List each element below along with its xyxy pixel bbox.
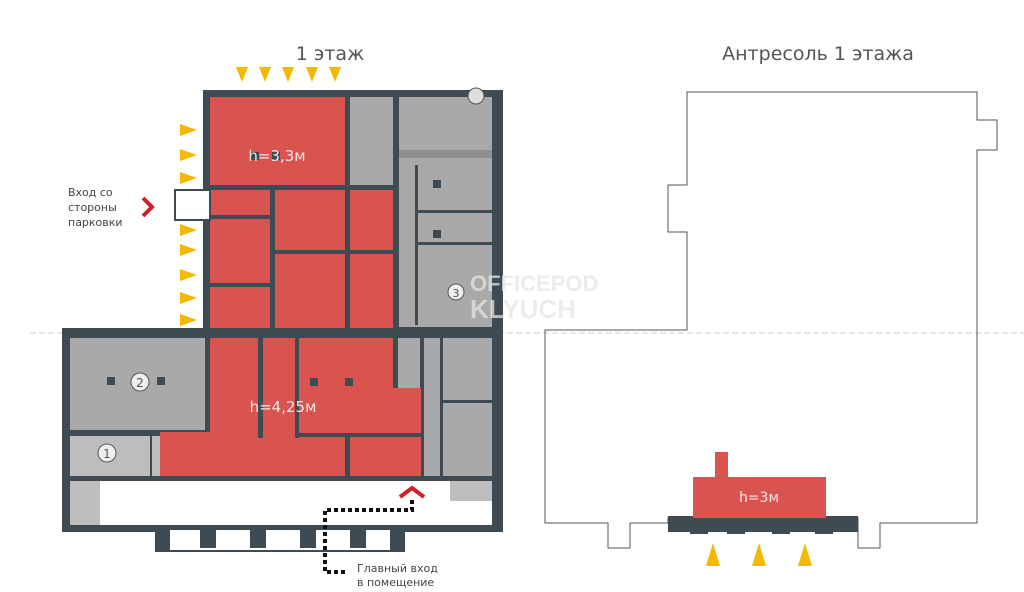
room-occupied: [350, 97, 393, 185]
svg-text:1: 1: [103, 447, 111, 461]
svg-text:KLYUCH: KLYUCH: [470, 294, 576, 324]
main-entrance-label: Главный вход в помещение: [357, 562, 438, 589]
svg-text:парковки: парковки: [68, 216, 123, 229]
svg-text:OFFICEPOD: OFFICEPOD: [470, 271, 598, 296]
height-label-upper: h=3,3м: [248, 147, 305, 165]
room-marker-3: 3: [447, 283, 465, 301]
mezzanine-room-available: [693, 477, 826, 518]
room-marker-2: 2: [130, 372, 150, 392]
svg-text:Главный вход: Главный вход: [357, 562, 438, 575]
svg-text:Вход со: Вход со: [68, 186, 113, 199]
room-available-middle: [210, 190, 393, 328]
corridor: [70, 481, 492, 525]
svg-text:стороны: стороны: [68, 201, 117, 214]
room-occupied-right: [424, 338, 492, 476]
svg-text:в помещение: в помещение: [357, 576, 434, 589]
room-available-lower: [210, 338, 393, 476]
mezzanine-height-label: h=3м: [739, 490, 779, 506]
height-label-lower: h=4,25м: [250, 398, 317, 416]
side-entrance-vestibule: [174, 189, 211, 221]
room-available-upper: [210, 97, 345, 185]
side-entrance-arrow-icon: [141, 196, 155, 218]
svg-text:2: 2: [136, 376, 144, 390]
side-entrance-label: Вход со стороны парковки: [68, 186, 123, 229]
room-marker-1: 1: [97, 443, 117, 463]
floor1-title: 1 этаж: [296, 43, 364, 65]
floor1-plan: 1 2 3: [62, 87, 503, 552]
mezzanine-window-arrows: [706, 543, 812, 566]
watermark-logo: OFFICEPOD KLYUCH: [470, 271, 598, 324]
window-arrows-left: [180, 124, 197, 326]
svg-text:3: 3: [453, 287, 460, 300]
mezzanine-title: Антресоль 1 этажа: [722, 43, 914, 65]
main-entrance-arrow-icon: [398, 485, 426, 499]
window-arrows-top: [236, 67, 341, 82]
mezzanine-wall: [668, 516, 858, 532]
